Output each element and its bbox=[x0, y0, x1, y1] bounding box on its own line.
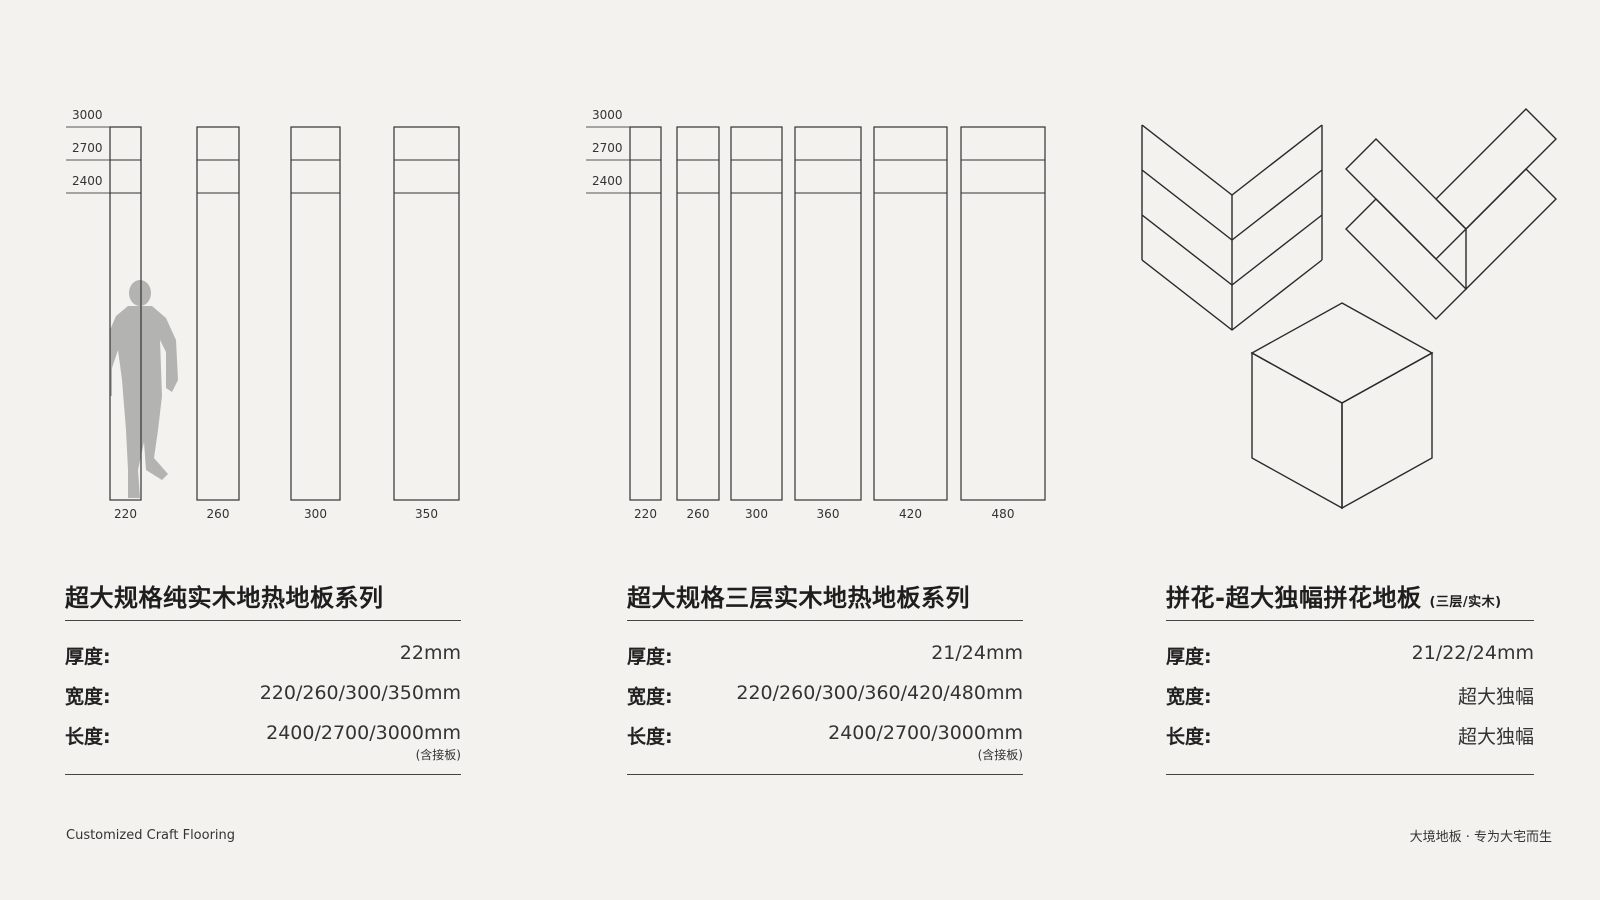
spec-value: 21/24mm bbox=[931, 642, 1023, 664]
series-title: 超大规格纯实木地热地板系列 bbox=[65, 578, 384, 613]
spec-label: 长度: bbox=[1166, 726, 1212, 748]
series-title: 超大规格三层实木地热地板系列 bbox=[627, 578, 970, 613]
board-outline bbox=[196, 126, 240, 501]
human-silhouette-icon bbox=[110, 280, 178, 498]
spec-value: 超大独幅 bbox=[1457, 686, 1534, 708]
length-mark-label: 2400 bbox=[592, 174, 623, 188]
board-220: 220 bbox=[109, 126, 142, 521]
board-outline bbox=[730, 126, 783, 501]
title-divider bbox=[65, 620, 461, 621]
board-outline bbox=[629, 126, 662, 501]
spec-note: (含接板) bbox=[977, 748, 1023, 762]
board-width-label: 360 bbox=[817, 507, 840, 521]
board-outline bbox=[873, 126, 948, 501]
bottom-divider bbox=[627, 774, 1023, 775]
board-width-label: 220 bbox=[114, 507, 137, 521]
board-width-label: 350 bbox=[415, 507, 438, 521]
parquet-patterns bbox=[1141, 108, 1557, 510]
board-width-label: 420 bbox=[899, 507, 922, 521]
board-350: 350 bbox=[393, 126, 460, 521]
spec-label: 宽度: bbox=[1166, 686, 1212, 708]
board-outline bbox=[794, 126, 862, 501]
board-360: 360 bbox=[794, 126, 862, 521]
spec-row: 长度: 2400/2700/3000mm (含接板) bbox=[65, 722, 461, 762]
spec-note: (含接板) bbox=[415, 748, 461, 762]
three-layer-board-diagram: 3000 2700 2400 220 260 300 360 420 480 bbox=[586, 108, 1046, 521]
spec-value: 21/22/24mm bbox=[1411, 642, 1534, 664]
footer-brand-slogan: 大境地板 · 专为大宅而生 bbox=[1409, 830, 1552, 845]
series-title-note: (三层/实木) bbox=[1429, 595, 1502, 610]
board-260: 260 bbox=[196, 126, 240, 521]
cube-pattern-icon bbox=[1250, 302, 1434, 510]
chevron-pattern-icon bbox=[1141, 124, 1323, 331]
board-width-label: 220 bbox=[634, 507, 657, 521]
pure-solid-board-diagram: 3000 2700 2400 220 260 300 350 bbox=[66, 108, 460, 521]
bottom-divider bbox=[1166, 774, 1534, 775]
title-divider bbox=[1166, 620, 1534, 621]
length-mark-label: 2700 bbox=[72, 141, 103, 155]
board-outline bbox=[393, 126, 460, 501]
footer-slogan-en: Customized Craft Flooring bbox=[66, 828, 236, 843]
spec-row: 厚度: 21/24mm bbox=[627, 642, 1023, 672]
spec-row: 长度: 超大独幅 bbox=[1166, 722, 1534, 752]
spec-label: 宽度: bbox=[65, 686, 111, 708]
spec-row: 宽度: 220/260/300/350mm bbox=[65, 682, 461, 712]
spec-value: 超大独幅 bbox=[1457, 726, 1534, 748]
spec-value: 220/260/300/360/420/480mm bbox=[736, 682, 1023, 704]
spec-label: 厚度: bbox=[627, 646, 673, 668]
spec-value: 22mm bbox=[399, 642, 461, 664]
series-title-text: 超大规格三层实木地热地板系列 bbox=[627, 584, 970, 612]
board-outline bbox=[960, 126, 1046, 501]
board-260: 260 bbox=[676, 126, 720, 521]
board-width-label: 480 bbox=[992, 507, 1015, 521]
title-divider bbox=[627, 620, 1023, 621]
spec-panel: 超大规格三层实木地热地板系列厚度: 21/24mm 宽度: 220/260/300/3… bbox=[627, 578, 1023, 778]
bottom-divider bbox=[65, 774, 461, 775]
board-300: 300 bbox=[290, 126, 341, 521]
spec-value: 220/260/300/350mm bbox=[259, 682, 461, 704]
board-width-label: 300 bbox=[304, 507, 327, 521]
spec-row: 厚度: 22mm bbox=[65, 642, 461, 672]
spec-row: 长度: 2400/2700/3000mm (含接板) bbox=[627, 722, 1023, 762]
spec-label: 长度: bbox=[627, 726, 673, 748]
series-title-text: 超大规格纯实木地热地板系列 bbox=[65, 584, 384, 612]
spec-label: 厚度: bbox=[1166, 646, 1212, 668]
board-480: 480 bbox=[960, 126, 1046, 521]
board-width-label: 260 bbox=[207, 507, 230, 521]
spec-label: 厚度: bbox=[65, 646, 111, 668]
board-outline bbox=[676, 126, 720, 501]
length-mark-label: 3000 bbox=[592, 108, 623, 122]
length-mark-label: 2700 bbox=[592, 141, 623, 155]
series-title: 拼花-超大独幅拼花地板 (三层/实木) bbox=[1166, 578, 1502, 613]
series-title-text: 拼花-超大独幅拼花地板 bbox=[1166, 584, 1422, 612]
spec-row: 宽度: 超大独幅 bbox=[1166, 682, 1534, 712]
board-width-label: 300 bbox=[745, 507, 768, 521]
board-420: 420 bbox=[873, 126, 948, 521]
spec-row: 厚度: 21/22/24mm bbox=[1166, 642, 1534, 672]
board-220: 220 bbox=[629, 126, 662, 521]
length-mark-label: 2400 bbox=[72, 174, 103, 188]
board-width-label: 260 bbox=[687, 507, 710, 521]
length-mark-label: 3000 bbox=[72, 108, 103, 122]
spec-label: 长度: bbox=[65, 726, 111, 748]
spec-row: 宽度: 220/260/300/360/420/480mm bbox=[627, 682, 1023, 712]
spec-label: 宽度: bbox=[627, 686, 673, 708]
board-outline bbox=[109, 126, 142, 501]
board-outline bbox=[290, 126, 341, 501]
spec-value: 2400/2700/3000mm bbox=[266, 722, 461, 744]
spec-value: 2400/2700/3000mm bbox=[828, 722, 1023, 744]
herringbone-pattern-icon bbox=[1345, 108, 1557, 320]
spec-panel: 超大规格纯实木地热地板系列厚度: 22mm 宽度: 220/260/300/350mm… bbox=[65, 578, 461, 778]
board-300: 300 bbox=[730, 126, 783, 521]
